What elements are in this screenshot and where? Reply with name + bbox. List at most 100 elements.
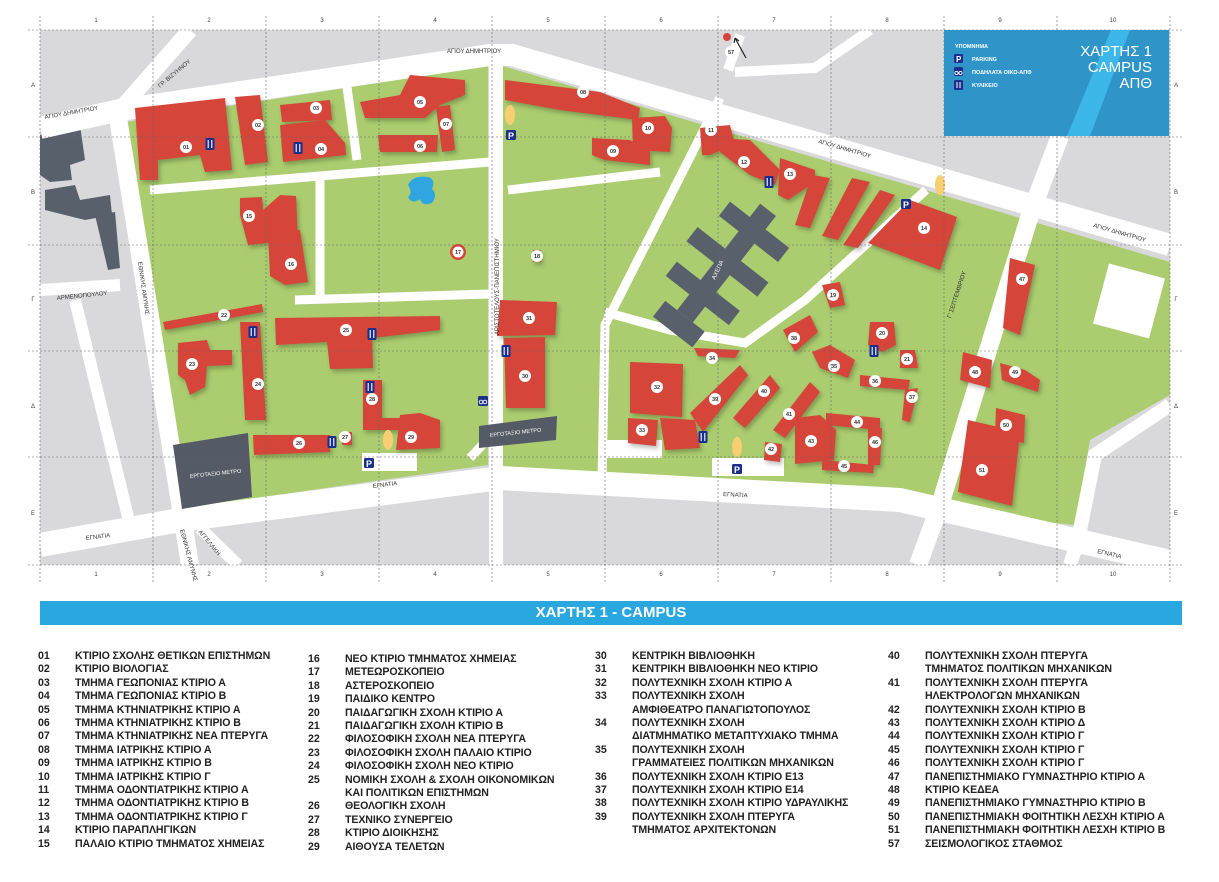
building-marker-06[interactable]	[414, 140, 426, 152]
building-marker-22[interactable]	[218, 309, 230, 321]
building-marker-19[interactable]	[827, 289, 839, 301]
building-marker-42[interactable]	[765, 443, 777, 455]
building-marker-23[interactable]	[186, 358, 198, 370]
building-marker-14[interactable]	[918, 222, 930, 234]
building-marker-43[interactable]	[805, 435, 817, 447]
building-marker-20[interactable]	[876, 327, 888, 339]
building-29[interactable]	[396, 413, 440, 450]
building-marker-01[interactable]	[180, 141, 192, 153]
building-list-name: ΠΟΛΥΤΕΧΝΙΚΗ ΣΧΟΛΗ	[632, 690, 745, 703]
building-02[interactable]	[235, 95, 268, 165]
building-number: 33	[639, 428, 645, 434]
building-marker-16[interactable]	[285, 258, 297, 270]
building-marker-36[interactable]	[869, 375, 881, 387]
parking-icon[interactable]	[364, 458, 374, 468]
building-marker-11[interactable]	[705, 124, 717, 136]
building-marker-37[interactable]	[906, 391, 918, 403]
building-marker-51[interactable]	[976, 464, 988, 476]
building-marker-10[interactable]	[642, 122, 654, 134]
building-13[interactable]	[778, 158, 815, 200]
building-marker-09[interactable]	[607, 145, 619, 157]
building-marker-08[interactable]	[577, 86, 589, 98]
building-51[interactable]	[958, 420, 1020, 506]
restaurant-icon	[764, 176, 774, 188]
building-10[interactable]	[632, 116, 672, 152]
building-23[interactable]	[178, 340, 232, 395]
building-list-number: 14	[38, 824, 50, 837]
building-marker-21[interactable]	[901, 353, 913, 365]
building-marker-34[interactable]	[706, 352, 718, 364]
building-marker-38[interactable]	[788, 332, 800, 344]
building-marker-46[interactable]	[869, 436, 881, 448]
hospital-achepa[interactable]	[637, 182, 803, 360]
building-marker-27[interactable]	[339, 431, 351, 443]
campus-map[interactable]: ΑΧΕΠΑ ΕΡΓΟΤΑΞΙΟ ΜΕΤΡΟ ΕΡΓΟΤΑΞΙΟ ΜΕΤΡΟ ΑΓ…	[0, 0, 1219, 600]
building-number: 03	[313, 106, 319, 112]
parking-icon[interactable]	[901, 199, 911, 209]
building-marker-50[interactable]	[1000, 419, 1012, 431]
building-marker-25[interactable]	[340, 324, 352, 336]
building-marker-44[interactable]	[851, 416, 863, 428]
building-marker-02[interactable]	[252, 119, 264, 131]
building-list-name: ΦΙΛΟΣΟΦΙΚΗ ΣΧΟΛΗ ΝΕΑ ΠΤΕΡΥΓΑ	[345, 733, 526, 746]
building-marker-47[interactable]	[1016, 273, 1028, 285]
building-marker-31[interactable]	[523, 312, 535, 324]
building-number: 11	[708, 128, 714, 134]
building-list-number: 50	[888, 810, 900, 823]
building-list-number: 10	[38, 770, 50, 783]
building-marker-04[interactable]	[315, 143, 327, 155]
building-06[interactable]	[378, 135, 438, 152]
building-annex[interactable]	[795, 175, 830, 228]
building-marker-24[interactable]	[252, 378, 264, 390]
building-marker-41[interactable]	[783, 408, 795, 420]
building-16[interactable]	[268, 230, 308, 285]
building-annex[interactable]	[822, 178, 870, 240]
building-number: 02	[255, 123, 261, 129]
building-marker-48[interactable]	[969, 366, 981, 378]
building-marker-07[interactable]	[440, 118, 452, 130]
restaurant-icon	[367, 328, 377, 340]
building-25[interactable]	[275, 316, 440, 369]
building-24[interactable]	[240, 322, 266, 420]
building-marker-33[interactable]	[636, 424, 648, 436]
building-marker-28[interactable]	[366, 393, 378, 405]
building-marker-29[interactable]	[405, 431, 417, 443]
building-annex[interactable]	[843, 190, 895, 248]
building-marker-15[interactable]	[243, 210, 255, 222]
building-marker-03[interactable]	[310, 102, 322, 114]
building-14[interactable]	[868, 200, 957, 270]
building-marker-05[interactable]	[414, 96, 426, 108]
building-marker-12[interactable]	[738, 156, 750, 168]
building-list-name: ΠΟΛΥΤΕΧΝΙΚΗ ΣΧΟΛΗ ΚΤΙΡΙΟ Β	[925, 703, 1086, 716]
building-26[interactable]	[253, 435, 330, 455]
building-marker-18[interactable]	[531, 250, 543, 262]
building-05[interactable]	[360, 75, 465, 118]
building-marker-13[interactable]	[784, 168, 796, 180]
building-marker-40[interactable]	[758, 385, 770, 397]
building-08[interactable]	[505, 80, 640, 120]
building-marker-30[interactable]	[519, 370, 531, 382]
building-41[interactable]	[773, 382, 820, 438]
building-34[interactable]	[694, 348, 740, 358]
building-list-number: 04	[38, 690, 50, 703]
direction-arrow-icon	[733, 37, 747, 59]
building-marker-26[interactable]	[293, 437, 305, 449]
building-marker-49[interactable]	[1009, 366, 1021, 378]
parking-icon[interactable]	[506, 130, 516, 140]
building-list-number: 19	[308, 693, 320, 706]
building-22[interactable]	[163, 304, 263, 330]
building-marker-32[interactable]	[651, 381, 663, 393]
building-01[interactable]	[135, 98, 232, 180]
building-annex[interactable]	[660, 418, 700, 450]
parking-icon[interactable]	[732, 464, 742, 474]
building-marker-45[interactable]	[838, 460, 850, 472]
building-marker-57[interactable]	[725, 46, 737, 58]
